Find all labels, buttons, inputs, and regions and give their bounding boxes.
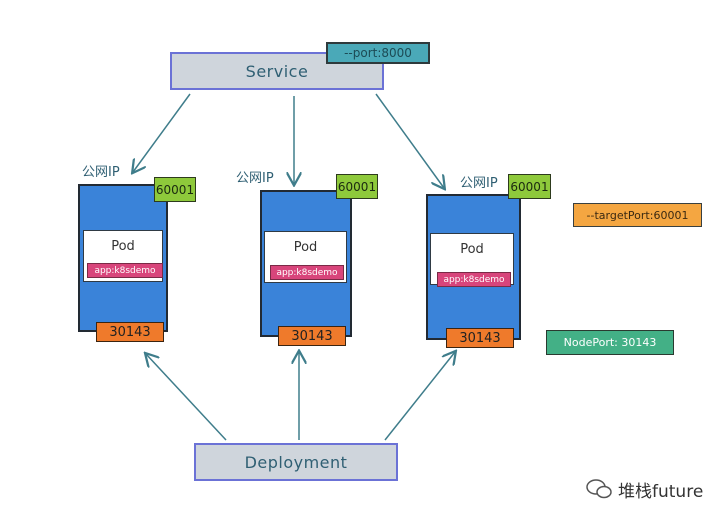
node-2-pod-label: Pod bbox=[293, 240, 318, 255]
node-2-pod-tag: app:k8sdemo bbox=[270, 265, 344, 280]
node-2-node-port: 30143 bbox=[278, 326, 346, 346]
target-port-legend-label: --targetPort:60001 bbox=[586, 208, 689, 222]
service-port-label: --port:8000 bbox=[344, 46, 412, 60]
arrow-service-to-node-3 bbox=[375, 93, 444, 188]
node-1-pod-label: Pod bbox=[111, 239, 135, 254]
deployment-box: Deployment bbox=[194, 443, 398, 481]
node-3-pod-tag: app:k8sdemo bbox=[437, 272, 511, 287]
node-1-node-port-label: 30143 bbox=[109, 324, 151, 340]
target-port-legend: --targetPort:60001 bbox=[573, 203, 702, 227]
watermark: 堆栈future bbox=[586, 476, 703, 502]
service-box: Service bbox=[170, 52, 384, 90]
node-2-pod-tag-label: app:k8sdemo bbox=[276, 267, 338, 278]
node-2-node-port-label: 30143 bbox=[291, 328, 333, 344]
arrow-deployment-to-node-1 bbox=[146, 354, 227, 441]
arrow-service-to-node-1 bbox=[133, 93, 191, 172]
arrow-deployment-to-node-3 bbox=[384, 352, 455, 441]
node-2-target-port: 60001 bbox=[336, 174, 378, 199]
node-3-node-port: 30143 bbox=[446, 328, 514, 348]
node-1-node-port: 30143 bbox=[96, 322, 164, 342]
node-port-legend: NodePort: 30143 bbox=[546, 330, 674, 355]
service-label: Service bbox=[245, 61, 309, 81]
node-1-pod-tag: app:k8sdemo bbox=[87, 263, 163, 278]
node-2-target-port-label: 60001 bbox=[337, 179, 377, 194]
node-1-pod-tag-label: app:k8sdemo bbox=[94, 265, 156, 276]
node-1-ip-label: 公网IP bbox=[82, 165, 120, 180]
deployment-label: Deployment bbox=[244, 452, 348, 472]
node-3-target-port-label: 60001 bbox=[510, 179, 549, 194]
node-3-ip-label: 公网IP bbox=[460, 176, 498, 191]
node-3-pod-tag-label: app:k8sdemo bbox=[443, 274, 505, 285]
node-3-target-port: 60001 bbox=[508, 174, 551, 199]
chat-bubble-icon bbox=[586, 479, 612, 499]
watermark-label: 堆栈future bbox=[618, 481, 704, 502]
service-port-tag: --port:8000 bbox=[326, 42, 430, 64]
node-3-pod-label: Pod bbox=[460, 242, 484, 257]
node-1-target-port-label: 60001 bbox=[155, 182, 195, 197]
node-port-legend-label: NodePort: 30143 bbox=[563, 336, 657, 349]
node-1-target-port: 60001 bbox=[154, 177, 196, 202]
node-2-ip-label: 公网IP bbox=[236, 171, 274, 186]
node-3-node-port-label: 30143 bbox=[459, 330, 501, 346]
